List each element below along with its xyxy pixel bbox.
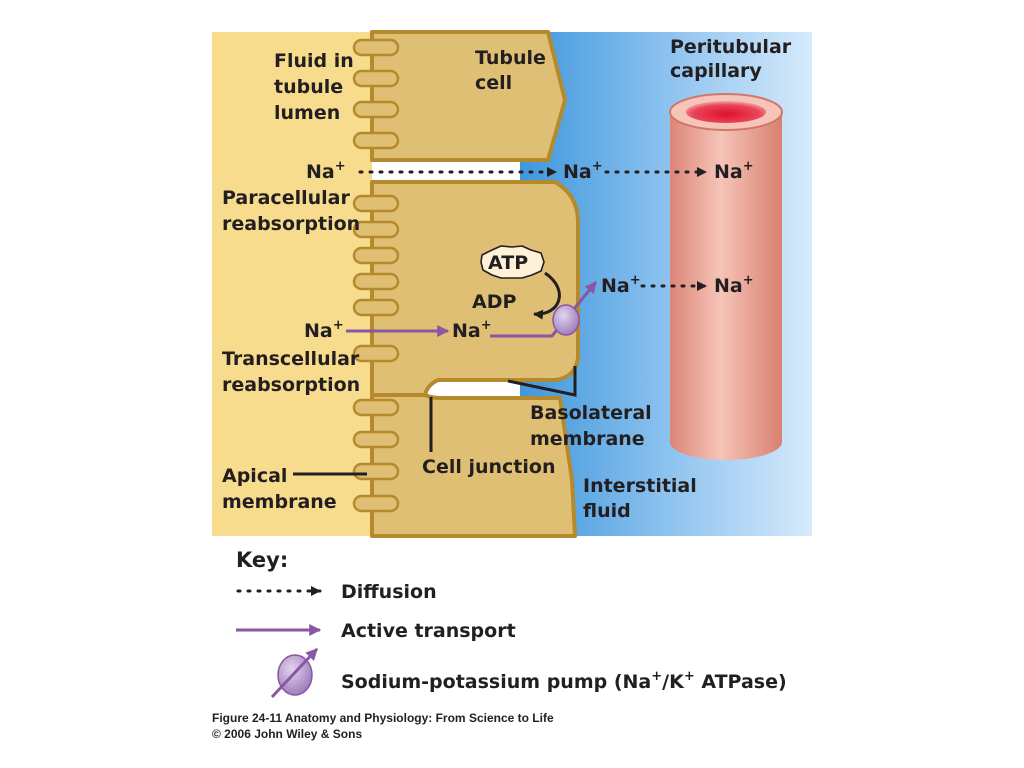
microvillus [352,272,400,291]
microvillus [352,298,400,317]
atp-burst-icon [480,245,545,279]
key-pump-label: Sodium-potassium pump (Na+/K+ ATPase) [341,669,787,693]
microvillus [352,100,400,119]
lower-tubule-cell [370,393,577,538]
atp-to-adp-arrow [533,271,561,320]
sodium-capillary-paracellular: Na+ [714,159,754,183]
atp-label: ATP [488,252,528,274]
microvillus [352,131,400,150]
basolateral-membrane-pointer [507,366,577,397]
microvillus [352,344,400,363]
adp-label: ADP [472,291,516,313]
sodium-lumen-transcellular: Na+ [304,318,344,342]
peritubular-capillary [669,93,783,460]
microvillus [352,220,400,239]
microvillus [352,494,400,513]
sodium-interstitial-paracellular: Na+ [563,159,603,183]
key-pump-arrow [270,647,319,699]
key-active-transport-label: Active transport [341,620,516,642]
sodium-interstitial-transcellular: Na+ [601,273,641,297]
cell-junction-label: Cell junction [422,456,555,478]
microvillus [352,398,400,417]
key-title: Key: [236,548,288,572]
tubule-lumen-fluid [212,32,372,536]
middle-tubule-cell [370,180,580,397]
microvillus [352,462,400,481]
key-diffusion-label: Diffusion [341,581,437,603]
microvillus [352,194,400,213]
microvillus [352,38,400,57]
sodium-potassium-pump [552,304,580,336]
legend: Key: Diffusion Active transport Sodium-p… [236,548,787,699]
basolateral-active-transport-arrow [490,281,598,338]
sodium-capillary-transcellular: Na+ [714,273,754,297]
copyright-notice: © 2006 John Wiley & Sons [212,727,363,741]
sodium-intracellular: Na+ [452,318,492,342]
figure-caption: Figure 24-11 Anatomy and Physiology: Fro… [212,711,554,725]
microvillus [352,69,400,88]
microvillus [352,246,400,265]
sodium-lumen-paracellular: Na+ [306,159,346,183]
apical-microvilli [352,38,400,513]
microvillus [352,430,400,449]
